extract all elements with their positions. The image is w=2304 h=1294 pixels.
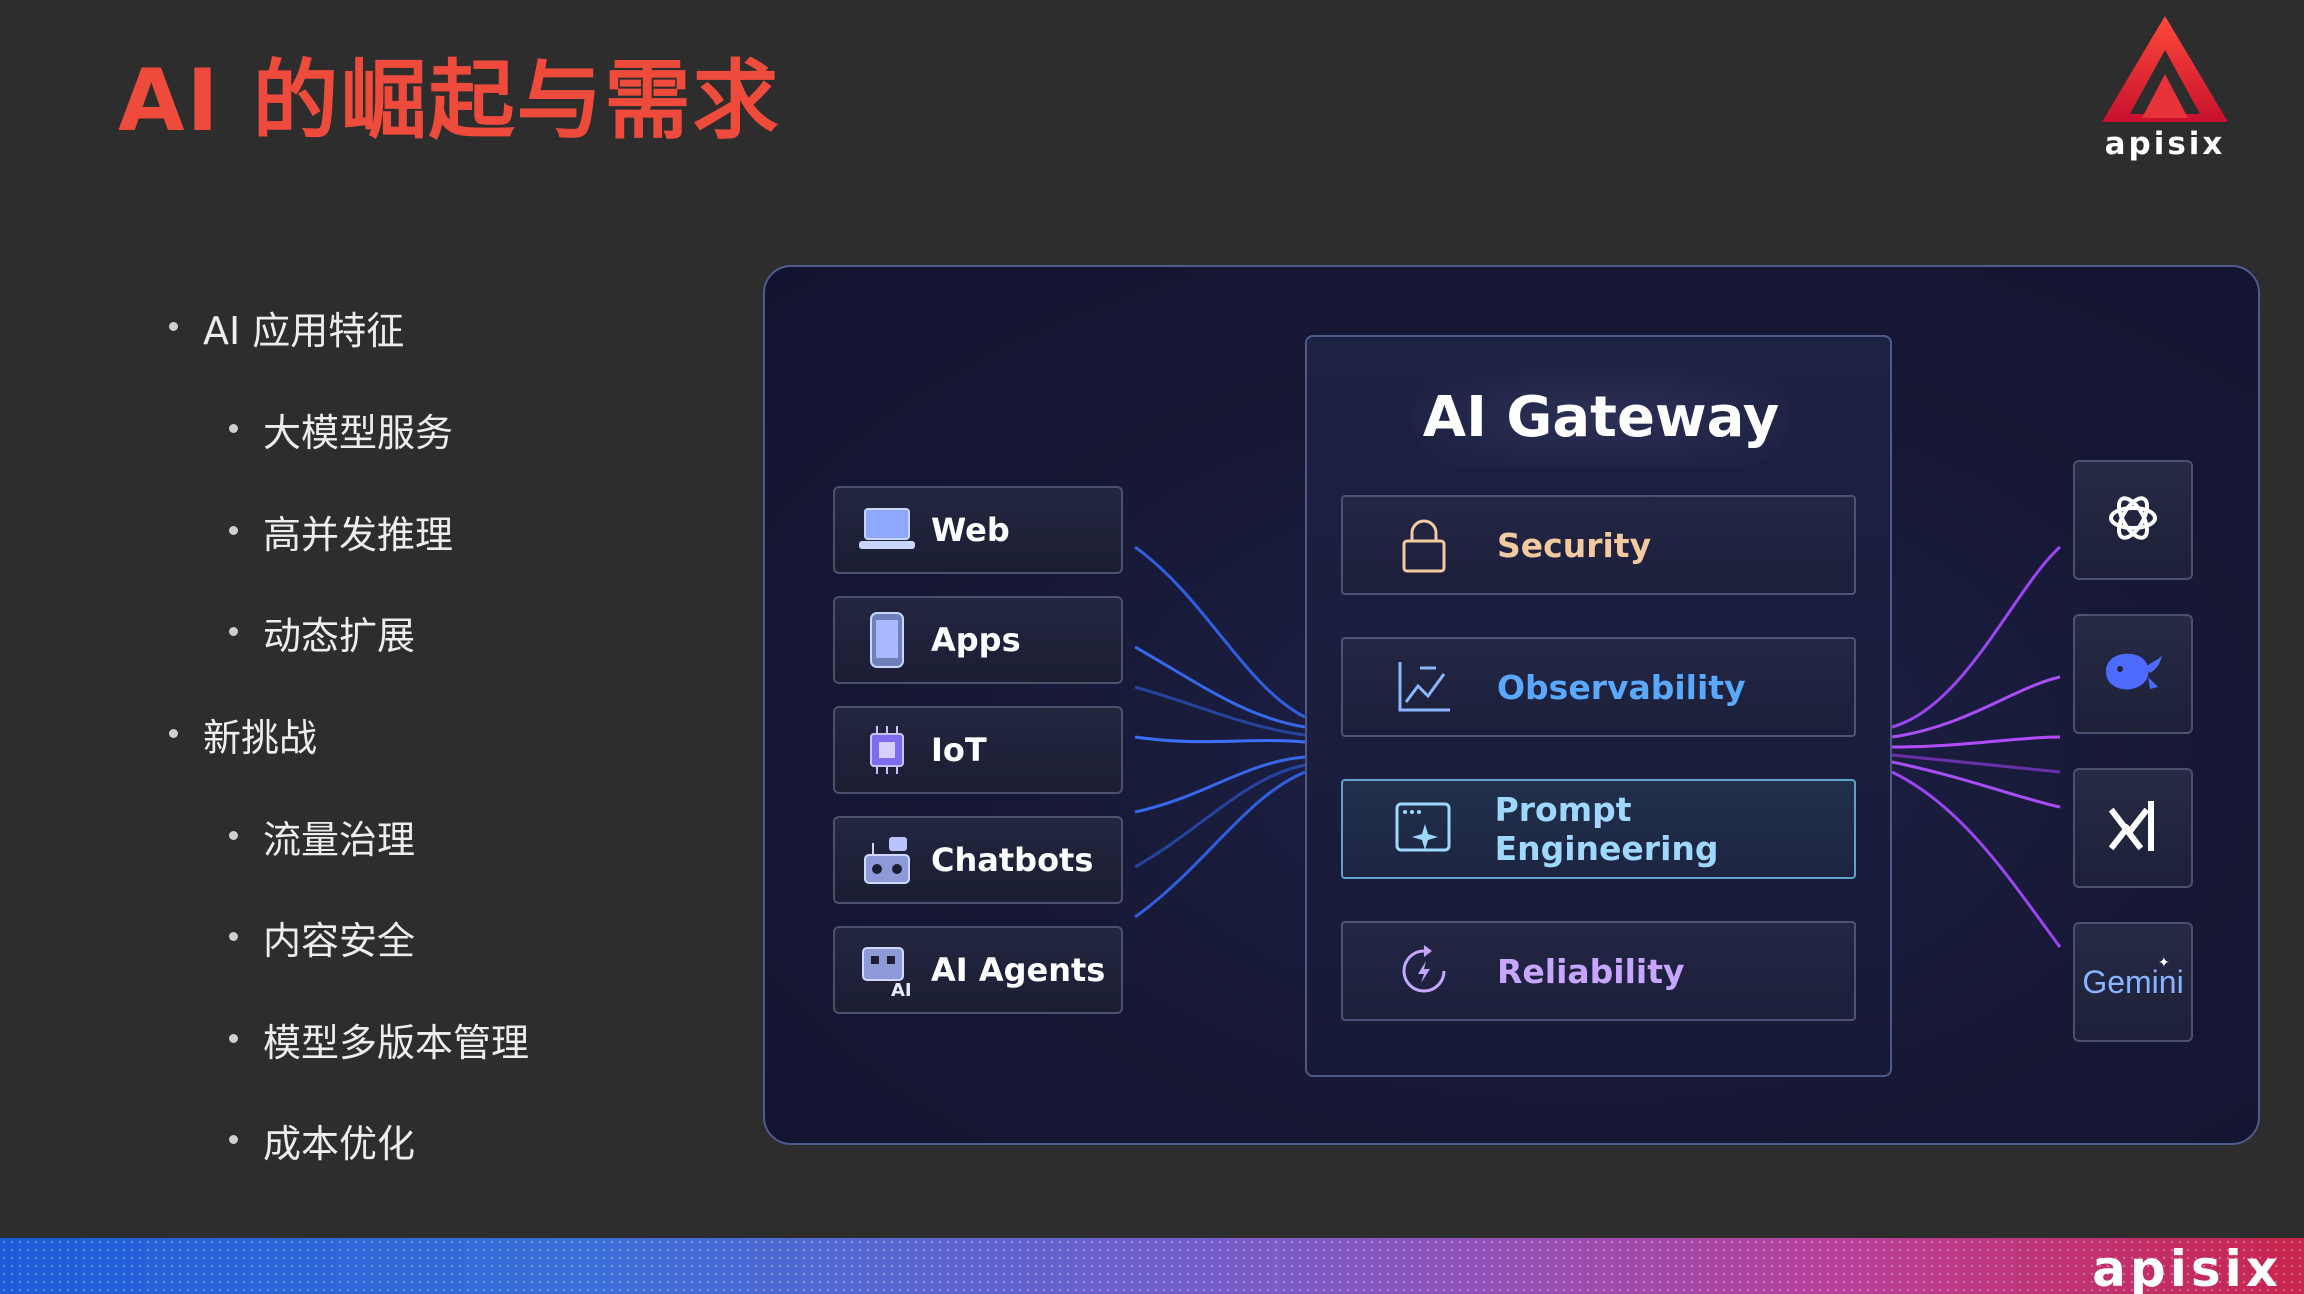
chart-icon [1389,652,1459,722]
feature-reliability: Reliability [1341,921,1856,1021]
apisix-logo-mark [2102,16,2228,122]
lock-icon [1389,510,1459,580]
bullet-item: 高并发推理 [228,504,453,559]
feature-observability: Observability [1341,637,1856,737]
ai-gateway-diagram: Web Apps IoT Chatbots AI AI Agents AI Ga… [763,265,2260,1145]
client-ai-agents: AI AI Agents [833,926,1123,1014]
ai-agent-icon: AI [857,940,917,1000]
deepseek-icon [2100,647,2166,701]
footer-bar: apisix [0,1238,2304,1294]
bullet-item: 新挑战 [168,707,317,762]
provider-xai [2073,768,2193,888]
chip-icon [857,720,917,780]
provider-deepseek [2073,614,2193,734]
feature-prompt-engineering: Prompt Engineering [1341,779,1856,879]
client-label: IoT [931,731,987,769]
provider-openai [2073,460,2193,580]
bullet-item: 成本优化 [228,1113,415,1168]
client-chatbots: Chatbots [833,816,1123,904]
connection-lines [1134,545,2062,948]
slide-title: AI 的崛起与需求 [118,51,781,151]
gemini-label: Gemini [2082,963,2184,1000]
feature-label: Prompt Engineering [1494,790,1719,868]
gateway-title: AI Gateway [1413,367,1789,467]
phone-icon [857,610,917,670]
client-label: Chatbots [931,841,1094,879]
bolt-cycle-icon [1389,936,1459,1006]
feature-security: Security [1341,495,1856,595]
svg-text:AI: AI [891,980,912,998]
apisix-logo: apisix [2085,14,2245,164]
apisix-logo-text: apisix [2104,126,2226,162]
provider-gemini: Gemini✦ [2073,922,2193,1042]
footer-apisix-logo: apisix [2092,1240,2282,1294]
client-label: Web [931,511,1010,549]
xai-icon [2105,798,2161,858]
client-web: Web [833,486,1123,574]
laptop-icon [857,500,917,560]
client-iot: IoT [833,706,1123,794]
gemini-icon: Gemini✦ [2082,954,2184,1001]
feature-label: Observability [1497,667,1746,707]
bullet-item: AI 应用特征 [168,300,404,355]
client-label: Apps [931,621,1021,659]
client-label: AI Agents [931,951,1106,989]
bullet-item: 大模型服务 [228,402,453,457]
ai-gateway-box: AI Gateway Security Observability Prompt… [1305,335,1892,1077]
sparkle-icon: ✦ [2157,953,2170,970]
robot-icon [857,830,917,890]
bullet-item: 流量治理 [228,809,415,864]
feature-label: Security [1497,525,1652,565]
footer-pattern [0,1238,2304,1294]
client-apps: Apps [833,596,1123,684]
bullet-item: 模型多版本管理 [228,1012,529,1067]
bullet-item: 动态扩展 [228,605,415,660]
openai-icon [2103,488,2163,552]
feature-label: Reliability [1497,951,1685,991]
bullet-item: 内容安全 [228,910,415,965]
prompt-icon [1389,794,1457,864]
